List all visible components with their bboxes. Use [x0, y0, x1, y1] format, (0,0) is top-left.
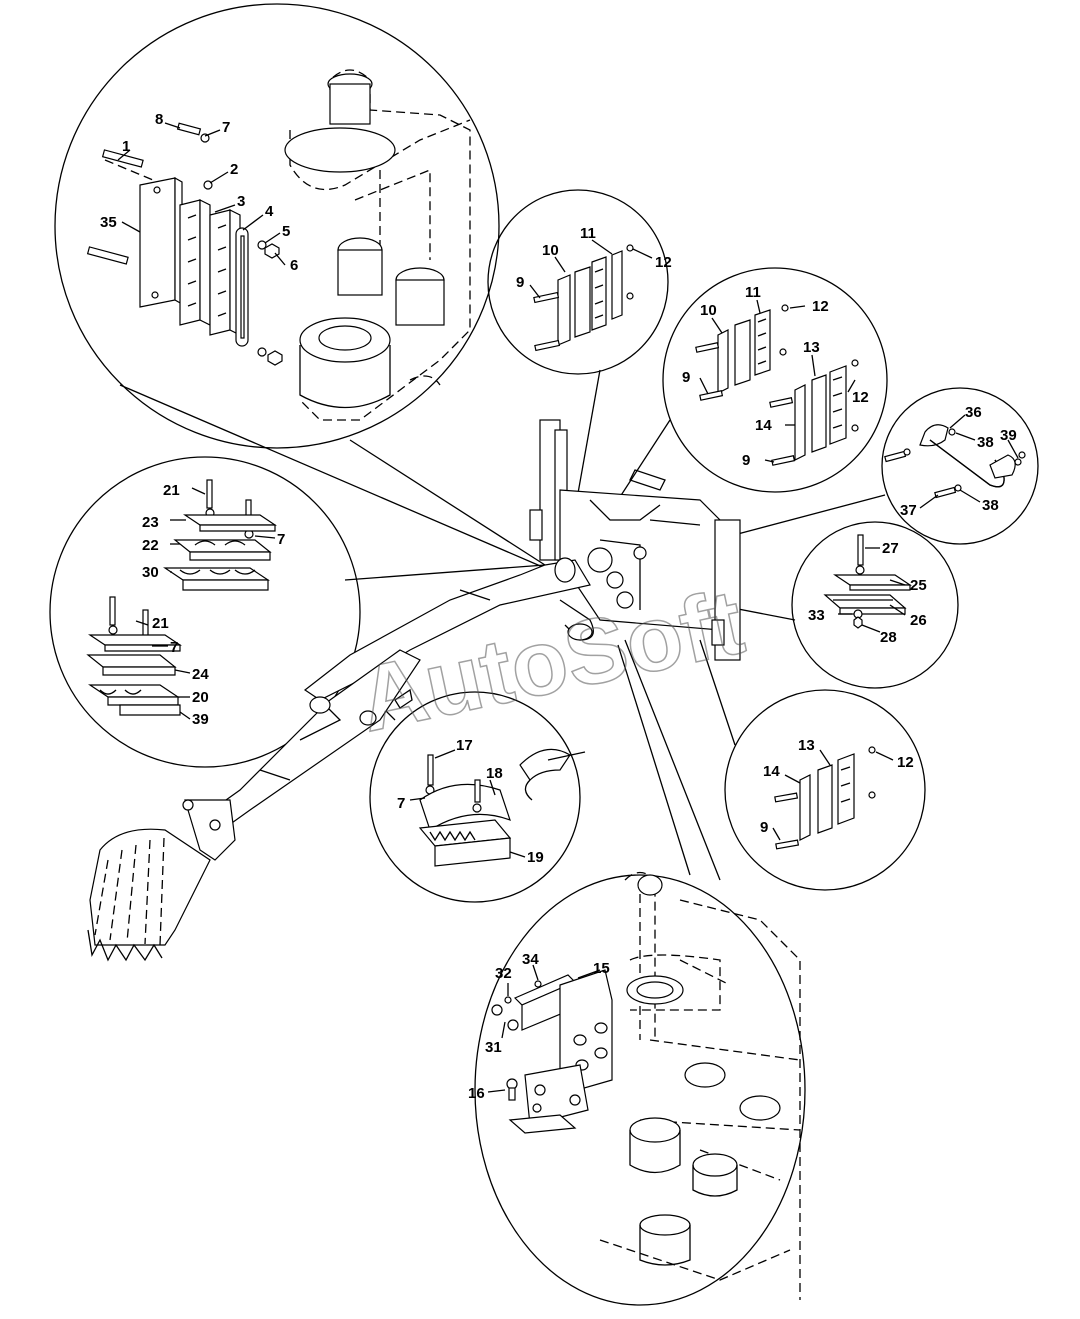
callout-11: 11: [745, 284, 761, 301]
detail-circle-hose-clamp-lower-right: [699, 639, 926, 891]
callout-10: 10: [700, 302, 717, 319]
callout-4: 4: [265, 203, 274, 220]
callout-39: 39: [1000, 427, 1017, 444]
callout-3: 3: [237, 193, 245, 210]
callout-20: 20: [192, 689, 209, 706]
callout-39: 39: [192, 711, 209, 728]
callout-31: 31: [485, 1039, 502, 1056]
callout-7: 7: [222, 119, 230, 136]
mast-frame: [529, 419, 741, 661]
callout-14: 14: [755, 417, 772, 434]
detail-circle-hose-clamp-top: [487, 189, 669, 511]
hose-clamp-lower-right-parts: [772, 746, 894, 850]
callout-35: 35: [100, 214, 117, 231]
boom-clamp-parts: [409, 748, 586, 867]
detail-circle-left-clamps: [49, 456, 546, 768]
callout-25: 25: [910, 577, 927, 594]
clamp-assembly-exploded: [86, 122, 283, 366]
callout-23: 23: [142, 514, 159, 531]
left-clamps-parts: [86, 479, 277, 720]
callout-21: 21: [152, 615, 169, 632]
hose-clamp-right-parts: [695, 299, 859, 466]
callout-19: 19: [527, 849, 544, 866]
callout-7: 7: [277, 531, 285, 548]
callout-18: 18: [486, 765, 503, 782]
callout-13: 13: [798, 737, 815, 754]
callout-5: 5: [282, 223, 290, 240]
callout-14: 14: [763, 763, 780, 780]
callout-17: 17: [456, 737, 473, 754]
callout-13: 13: [803, 339, 820, 356]
callout-37: 37: [900, 502, 917, 519]
callout-9: 9: [516, 274, 524, 291]
callout-11: 11: [580, 225, 596, 242]
callout-8: 8: [155, 111, 163, 128]
detail-circle-bottom-bracket: [474, 639, 806, 1306]
callout-24: 24: [192, 666, 209, 683]
callout-7: 7: [170, 639, 178, 656]
callout-12: 12: [852, 389, 869, 406]
callout-7: 7: [397, 795, 405, 812]
bottom-bracket-parts: [487, 871, 801, 1300]
callout-27: 27: [882, 540, 899, 557]
callout-15: 15: [593, 960, 610, 977]
hose-clamp-top-parts: [529, 239, 653, 352]
callout-28: 28: [880, 629, 897, 646]
callout-1: 1: [122, 138, 130, 155]
swing-frame-dashed: [284, 69, 471, 421]
leader-lines-top-left: [117, 122, 286, 266]
callout-10: 10: [542, 242, 559, 259]
bucket: [87, 799, 236, 962]
callout-26: 26: [910, 612, 927, 629]
callout-34: 34: [522, 951, 539, 968]
boom: [303, 557, 594, 701]
detail-circle-handle: [714, 387, 1039, 545]
handle-parts: [884, 414, 1026, 509]
callout-12: 12: [897, 754, 914, 771]
callout-38: 38: [977, 434, 994, 451]
callout-33: 33: [808, 607, 825, 624]
callout-2: 2: [230, 161, 238, 178]
callout-32: 32: [495, 965, 512, 982]
callout-9: 9: [682, 369, 690, 386]
callout-22: 22: [142, 537, 159, 554]
detail-circle-top-left: [54, 3, 546, 569]
callout-21: 21: [163, 482, 180, 499]
plate-parts: [823, 534, 912, 633]
callout-6: 6: [290, 257, 298, 274]
callout-9: 9: [760, 819, 768, 836]
callout-30: 30: [142, 564, 159, 581]
callout-36: 36: [965, 404, 982, 421]
callout-38: 38: [982, 497, 999, 514]
callout-16: 16: [468, 1085, 485, 1102]
callout-9: 9: [742, 452, 750, 469]
callout-12: 12: [812, 298, 829, 315]
callout-12: 12: [655, 254, 672, 271]
